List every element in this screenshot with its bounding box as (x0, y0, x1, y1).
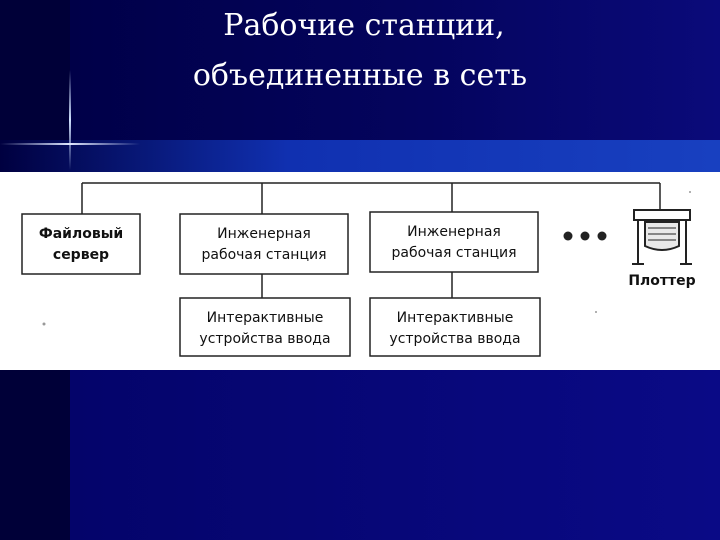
workstation-2-box: Инженерная рабочая станция (369, 211, 539, 273)
file-server-line-1: Файловый (39, 226, 123, 242)
workstation-2-line-1: Инженерная (407, 224, 501, 240)
diagram-panel: Файловый сервер Инженерная рабочая станц… (0, 172, 720, 370)
workstation-1-box: Инженерная рабочая станция (179, 213, 349, 275)
background-top-band (70, 0, 720, 140)
file-server-line-2: сервер (53, 247, 109, 263)
input-devices-1-line-2: устройства ввода (199, 331, 330, 347)
sparkle-vertical-line (69, 70, 71, 170)
network-bus (81, 182, 661, 298)
slide-title: Рабочие станции, объединенные в сеть (0, 4, 720, 98)
input-devices-1-box: Интерактивные устройства ввода (179, 297, 351, 357)
workstation-1-line-1: Инженерная (217, 226, 311, 242)
background-bottom-band (70, 370, 720, 540)
workstation-2-line-2: рабочая станция (391, 245, 516, 261)
title-line-2: объединенные в сеть (192, 58, 528, 93)
workstation-1-line-2: рабочая станция (201, 247, 326, 263)
plotter-label: Плоттер (628, 273, 695, 289)
file-server-box: Файловый сервер (21, 213, 141, 275)
background-mid-band (0, 140, 720, 172)
input-devices-2-box: Интерактивные устройства ввода (369, 297, 541, 357)
network-diagram: Файловый сервер Инженерная рабочая станц… (21, 182, 696, 357)
input-devices-2-line-2: устройства ввода (389, 331, 520, 347)
sparkle-horizontal-line (0, 143, 140, 145)
scan-specks (42, 191, 691, 326)
input-devices-2-line-1: Интерактивные (397, 310, 514, 326)
ellipsis-icon (563, 231, 607, 241)
title-line-1: Рабочие станции, (223, 8, 505, 43)
plotter-icon (632, 209, 692, 265)
input-devices-1-line-1: Интерактивные (207, 310, 324, 326)
